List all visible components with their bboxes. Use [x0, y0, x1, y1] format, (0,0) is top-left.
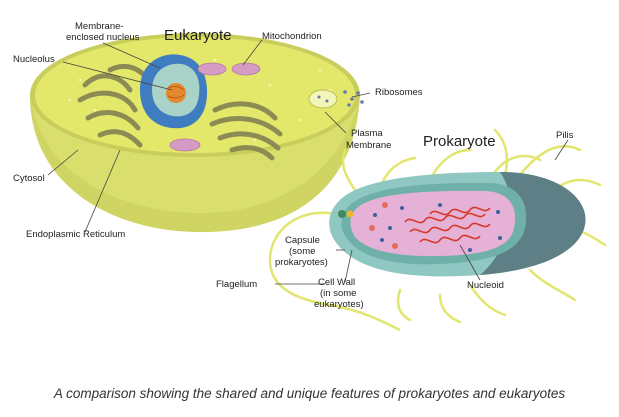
label-cell-wall-line2: (in some	[320, 288, 356, 299]
cell-comparison-diagram: Eukaryote Prokaryote Membrane- enclosed …	[13, 21, 607, 332]
prokaryote-title: Prokaryote	[423, 133, 496, 150]
label-membrane-nucleus-line1: Membrane-	[75, 21, 124, 32]
figure-caption: A comparison showing the shared and uniq…	[53, 386, 566, 401]
label-cell-wall-line1: Cell Wall	[318, 277, 355, 288]
label-cytosol: Cytosol	[13, 173, 45, 184]
label-flagellum: Flagellum	[216, 279, 257, 290]
label-membrane-nucleus-line2: enclosed nucleus	[66, 32, 140, 43]
label-plasma-membrane-line2: Membrane	[346, 140, 391, 151]
label-mitochondrion: Mitochondrion	[262, 31, 322, 42]
nucleus-shape	[140, 54, 208, 129]
eukaryote-cell	[30, 33, 364, 233]
nucleoid-dna	[404, 206, 491, 244]
label-capsule-line2: (some	[289, 246, 315, 257]
label-plasma-membrane-line1: Plasma	[351, 128, 383, 139]
label-endoplasmic-reticulum: Endoplasmic Reticulum	[26, 229, 125, 240]
flagellum-shape	[268, 211, 401, 332]
label-nucleolus: Nucleolus	[13, 54, 55, 65]
label-capsule-line3: prokaryotes)	[275, 257, 328, 268]
label-nucleoid: Nucleoid	[467, 280, 504, 291]
label-pilis: Pilis	[556, 130, 574, 141]
endoplasmic-reticulum-shape	[77, 63, 151, 148]
label-ribosomes: Ribosomes	[375, 87, 423, 98]
prokaryote-cell	[268, 128, 607, 332]
leader-lines	[47, 39, 569, 285]
golgi-shape	[209, 101, 283, 161]
prok-plasmids	[369, 202, 398, 249]
label-cell-wall-line3: eukaryotes)	[314, 299, 364, 310]
eukaryote-title: Eukaryote	[164, 27, 232, 44]
ribosome-dots	[317, 90, 364, 107]
label-capsule-line1: Capsule	[285, 235, 320, 246]
mitochondria	[169, 62, 261, 152]
cytosol-speckles	[68, 58, 332, 142]
prok-ribosomes	[373, 203, 502, 252]
pili	[341, 128, 607, 324]
